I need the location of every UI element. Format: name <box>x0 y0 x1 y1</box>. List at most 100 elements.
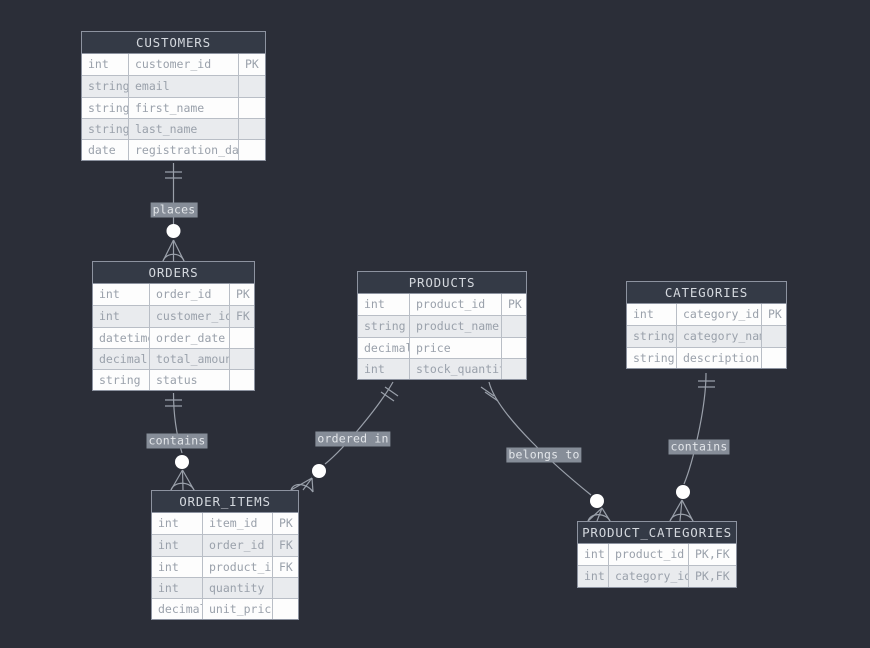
attribute-name: product_id <box>203 556 273 577</box>
attribute-key <box>762 348 786 368</box>
attribute-key: FK <box>279 559 293 574</box>
zero-marker-contains-categories <box>676 485 690 499</box>
attribute-key: PK <box>508 297 522 311</box>
attribute-name: email <box>129 76 239 97</box>
attribute-type: decimal <box>93 348 150 370</box>
attribute-name: registration_date <box>129 140 239 161</box>
relationship-label: places <box>150 202 198 218</box>
attribute-type: int <box>93 306 150 327</box>
attribute-name: status <box>150 370 230 391</box>
attribute-type: decimal <box>358 337 410 358</box>
attribute-key <box>239 140 265 160</box>
attribute-type: datetime <box>93 327 150 348</box>
attribute-type: int <box>93 284 150 306</box>
attribute-key: PK,FK <box>695 547 730 561</box>
entity-title: PRODUCT_CATEGORIES <box>578 522 736 544</box>
attribute-key <box>502 359 526 379</box>
attribute-key <box>239 76 265 96</box>
attribute-key <box>502 316 526 336</box>
attribute-type: int <box>578 566 609 587</box>
attribute-key: PK <box>768 307 782 321</box>
attribute-type: int <box>82 54 129 76</box>
relationship-label: contains <box>668 439 730 455</box>
zero-marker-places <box>166 224 181 238</box>
entity-title: PRODUCTS <box>358 272 526 294</box>
attribute-type: int <box>152 513 203 535</box>
attribute-name: price <box>410 337 502 358</box>
attribute-type: string <box>627 326 677 347</box>
attribute-name: customer_id <box>129 54 239 76</box>
attribute-name: unit_price <box>203 599 273 620</box>
attribute-type: int <box>627 304 677 326</box>
attribute-type: string <box>627 347 677 368</box>
attribute-name: customer_id <box>150 306 230 327</box>
zero-marker-belongs-to <box>590 494 604 508</box>
attribute-name: product_name <box>410 316 502 337</box>
attribute-key: FK <box>279 538 293 553</box>
attribute-type: int <box>152 535 203 556</box>
attribute-key <box>273 578 298 598</box>
entity-title: ORDERS <box>93 262 254 284</box>
relationship-label: ordered in <box>315 431 391 447</box>
attribute-type: int <box>152 556 203 577</box>
attribute-key <box>273 599 298 619</box>
attribute-name: quantity <box>203 577 273 599</box>
attribute-key <box>762 326 786 346</box>
attribute-key: PK <box>279 516 293 530</box>
attribute-type: int <box>578 544 609 566</box>
zero-marker-contains-orders <box>175 455 189 469</box>
attribute-name: category_id <box>677 304 762 326</box>
attribute-key: PK <box>236 287 250 301</box>
attribute-name: description <box>677 347 762 368</box>
attribute-type: decimal <box>152 599 203 620</box>
attribute-name: order_id <box>203 535 273 556</box>
attribute-key: PK <box>245 57 259 71</box>
attribute-key: FK <box>236 309 250 324</box>
attribute-type: int <box>152 577 203 599</box>
attribute-name: last_name <box>129 118 239 140</box>
attribute-name: order_date <box>150 327 230 348</box>
attribute-name: order_id <box>150 284 230 306</box>
zero-marker-ordered-in <box>312 464 326 478</box>
attribute-type: int <box>358 358 410 380</box>
attribute-type: string <box>82 76 129 97</box>
attribute-name: stock_quantity <box>410 358 502 380</box>
attribute-name: product_id <box>410 294 502 316</box>
attribute-name: category_name <box>677 326 762 347</box>
attribute-type: int <box>358 294 410 316</box>
attribute-type: date <box>82 140 129 161</box>
attribute-key <box>239 119 265 139</box>
attribute-type: string <box>93 370 150 391</box>
